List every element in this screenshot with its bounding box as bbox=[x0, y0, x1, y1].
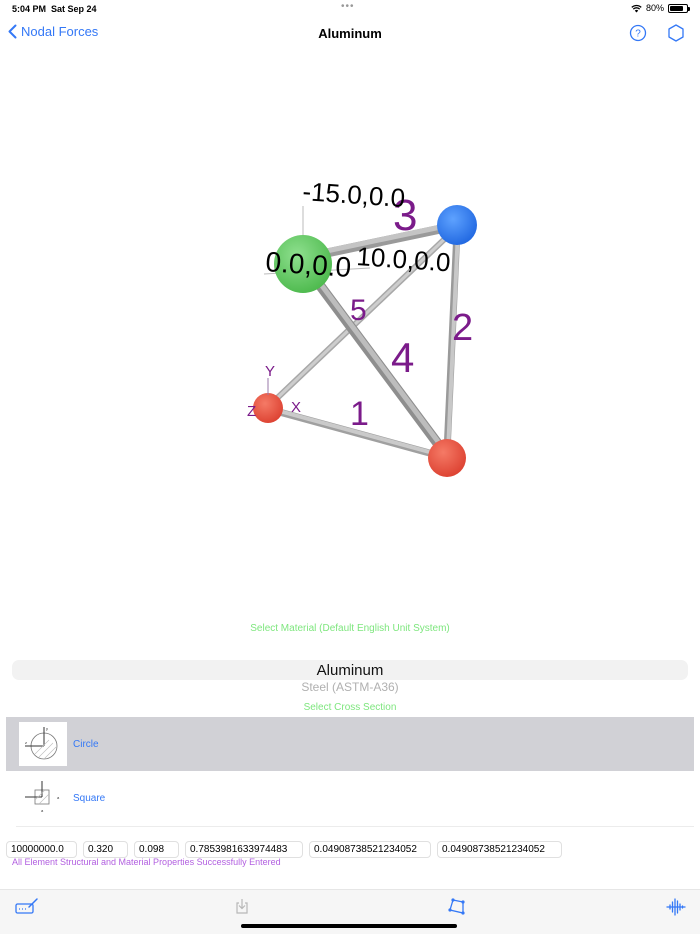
home-indicator bbox=[241, 924, 457, 928]
hexagon-button[interactable] bbox=[667, 24, 685, 47]
node-red-left[interactable] bbox=[253, 393, 283, 423]
help-button[interactable]: ? bbox=[629, 24, 647, 47]
element-label-2: 2 bbox=[452, 307, 473, 349]
element-labels: 3 5 2 4 1 bbox=[350, 191, 473, 433]
material-picker-selected[interactable]: Aluminum bbox=[316, 662, 384, 679]
hexagon-icon bbox=[668, 24, 684, 42]
status-message: All Element Structural and Material Prop… bbox=[12, 857, 281, 867]
download-icon bbox=[236, 899, 248, 914]
list-divider bbox=[16, 826, 694, 827]
square-section-icon: a a bbox=[25, 781, 60, 813]
node-green[interactable] bbox=[274, 235, 332, 293]
waveform-button[interactable] bbox=[666, 897, 686, 922]
modulus-field[interactable] bbox=[6, 841, 77, 858]
back-button[interactable]: Nodal Forces bbox=[8, 24, 98, 39]
truss-3d-view[interactable]: 3 5 2 4 1 Y X Z -15.0,0.0 0.0,0.0 10.0,0… bbox=[0, 60, 700, 620]
wifi-icon bbox=[631, 4, 642, 12]
material-picker-option[interactable]: Steel (ASTM-A36) bbox=[301, 680, 399, 694]
download-button[interactable] bbox=[235, 897, 249, 920]
svg-text:a: a bbox=[41, 808, 44, 813]
help-icon: ? bbox=[629, 24, 647, 42]
inertia-z-field[interactable] bbox=[437, 841, 562, 858]
element-label-4: 4 bbox=[391, 334, 414, 381]
polygon-button[interactable] bbox=[448, 897, 468, 922]
status-time: 5:04 PM Sat Sep 24 bbox=[12, 4, 97, 14]
keyboard-edit-button[interactable] bbox=[15, 897, 39, 920]
polygon-icon bbox=[448, 898, 465, 915]
force-label-top: -15.0,0.0 bbox=[302, 176, 406, 213]
element-label-5: 5 bbox=[350, 294, 367, 327]
date-text: Sat Sep 24 bbox=[51, 4, 97, 14]
battery-percent: 80% bbox=[645, 3, 664, 13]
global-axes: Y X Z bbox=[247, 363, 301, 420]
square-section-thumbnail: a a bbox=[19, 776, 67, 820]
svg-text:y: y bbox=[46, 726, 48, 731]
axis-x-label: X bbox=[291, 399, 301, 416]
circle-section-icon: y z bbox=[25, 726, 58, 760]
inertia-y-field[interactable] bbox=[309, 841, 431, 858]
axis-y-label: Y bbox=[265, 363, 275, 380]
cross-section-label: Circle bbox=[73, 738, 99, 750]
poisson-ratio-field[interactable] bbox=[83, 841, 128, 858]
force-labels: -15.0,0.0 0.0,0.0 10.0,0.0 bbox=[265, 176, 452, 283]
element-label-3: 3 bbox=[393, 191, 417, 240]
force-label-blue: 10.0,0.0 bbox=[356, 241, 452, 277]
circle-section-thumbnail: y z bbox=[19, 722, 67, 766]
status-bar: 5:04 PM Sat Sep 24 ••• 80% bbox=[0, 0, 700, 18]
chevron-left-icon bbox=[8, 24, 17, 39]
time-text: 5:04 PM bbox=[12, 4, 47, 14]
waveform-icon bbox=[666, 898, 686, 916]
density-field[interactable] bbox=[134, 841, 179, 858]
properties-row bbox=[6, 841, 562, 858]
cross-section-square[interactable]: a a Square bbox=[6, 771, 694, 825]
svg-text:?: ? bbox=[635, 29, 641, 40]
svg-text:z: z bbox=[25, 740, 27, 745]
status-right: 80% bbox=[631, 3, 690, 13]
battery-icon bbox=[668, 3, 690, 13]
force-label-green: 0.0,0.0 bbox=[265, 246, 353, 283]
material-picker[interactable] bbox=[12, 660, 688, 680]
area-field[interactable] bbox=[185, 841, 303, 858]
node-blue[interactable] bbox=[437, 205, 477, 245]
node-red-right[interactable] bbox=[428, 439, 466, 477]
axis-z-label: Z bbox=[247, 403, 256, 420]
select-material-title: Select Material (Default English Unit Sy… bbox=[250, 623, 450, 634]
cross-section-circle[interactable]: y z Circle bbox=[6, 717, 694, 771]
element-label-1: 1 bbox=[350, 395, 369, 433]
navigation-bar: Nodal Forces Aluminum ? bbox=[0, 18, 700, 50]
keyboard-edit-icon bbox=[15, 898, 38, 914]
page-title: Aluminum bbox=[318, 26, 382, 41]
svg-text:a: a bbox=[57, 795, 60, 800]
cross-section-label: Square bbox=[73, 792, 106, 804]
select-cross-section-title: Select Cross Section bbox=[303, 702, 397, 713]
back-button-label: Nodal Forces bbox=[21, 24, 99, 39]
multitasking-dots[interactable]: ••• bbox=[341, 1, 355, 12]
